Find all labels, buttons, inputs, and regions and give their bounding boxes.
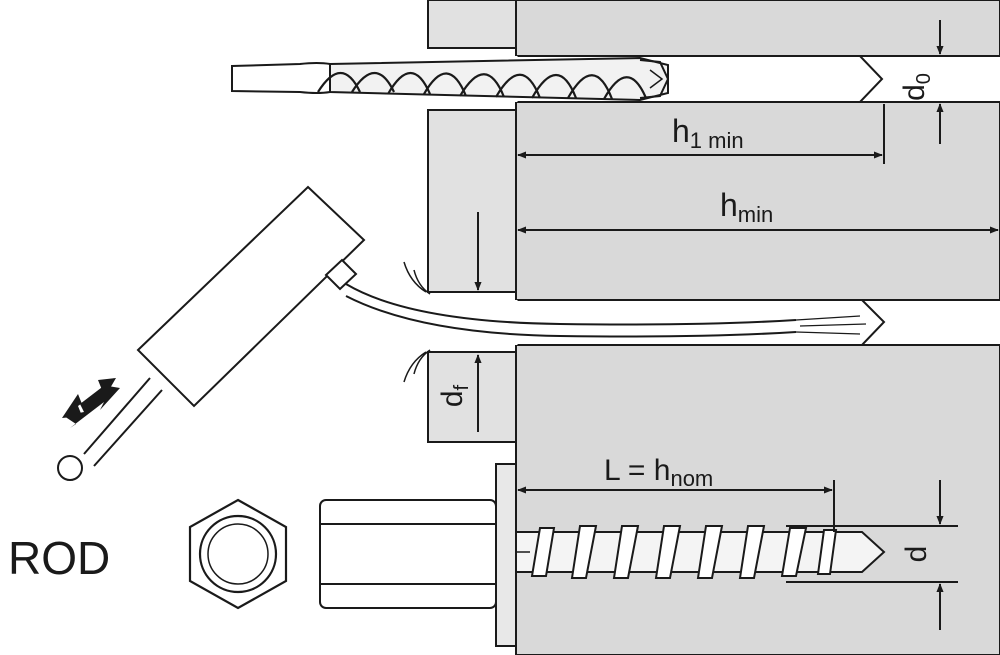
anchor-hex-coupler bbox=[319, 499, 497, 609]
label-df: df bbox=[436, 384, 473, 407]
label-df-main: d bbox=[436, 390, 469, 407]
concrete-block-bottom bbox=[515, 344, 1000, 655]
drill-flutes bbox=[317, 72, 648, 100]
label-d0: d0 bbox=[898, 73, 935, 101]
label-d: d bbox=[900, 546, 933, 563]
label-L-main: L = h bbox=[604, 454, 670, 487]
dimension-lines bbox=[474, 20, 999, 630]
concrete-block-middle bbox=[515, 101, 1000, 301]
hex-bore-outer bbox=[198, 514, 278, 594]
anchor-washer bbox=[495, 463, 517, 647]
screw-anchor-icon bbox=[319, 463, 886, 647]
fixture-plate-top bbox=[427, 0, 517, 49]
label-h1-min: h1 min bbox=[672, 113, 744, 153]
air-lines-top bbox=[403, 261, 431, 295]
label-hmin-sub: min bbox=[738, 202, 773, 227]
blow-pump-icon bbox=[57, 185, 867, 481]
svg-text:d0: d0 bbox=[898, 73, 935, 101]
concrete-base bbox=[515, 0, 1000, 655]
label-d0-sub: 0 bbox=[913, 73, 935, 84]
drill-body bbox=[329, 56, 669, 102]
drill-hole-middle bbox=[515, 299, 886, 346]
pump-handle-knob bbox=[57, 455, 83, 481]
double-arrow-icon bbox=[62, 378, 120, 428]
label-hmin-main: h bbox=[720, 187, 738, 223]
drill-bit-icon bbox=[231, 56, 670, 102]
drill-tip bbox=[639, 59, 670, 99]
fixture-plates bbox=[427, 0, 517, 443]
label-d0-main: d bbox=[898, 84, 931, 101]
label-d-main: d bbox=[900, 546, 933, 563]
pump-nozzle-base bbox=[324, 258, 358, 291]
fixture-plate-bottom bbox=[427, 351, 517, 443]
label-rod: ROD bbox=[8, 532, 110, 584]
pump-cylinder bbox=[136, 185, 366, 408]
hex-bore-inner bbox=[207, 523, 269, 585]
label-h1-sub: 1 min bbox=[690, 128, 744, 153]
label-h1-main: h bbox=[672, 113, 690, 149]
air-lines-bottom bbox=[403, 349, 431, 383]
label-L-hnom: L = hnom bbox=[604, 454, 713, 491]
label-h-min: hmin bbox=[720, 187, 773, 227]
concrete-block-top bbox=[515, 0, 1000, 57]
hex-outline bbox=[188, 498, 288, 610]
pump-tube-end bbox=[795, 315, 867, 335]
label-df-sub: f bbox=[451, 384, 473, 390]
drill-shank bbox=[231, 62, 331, 94]
hex-nut-icon bbox=[188, 498, 288, 610]
label-L-sub: nom bbox=[670, 466, 713, 491]
svg-text:df: df bbox=[436, 384, 473, 407]
screw-threads bbox=[530, 525, 838, 579]
fixture-plate-middle bbox=[427, 109, 517, 293]
pump-handle bbox=[83, 377, 163, 467]
pump-tube bbox=[345, 283, 797, 338]
